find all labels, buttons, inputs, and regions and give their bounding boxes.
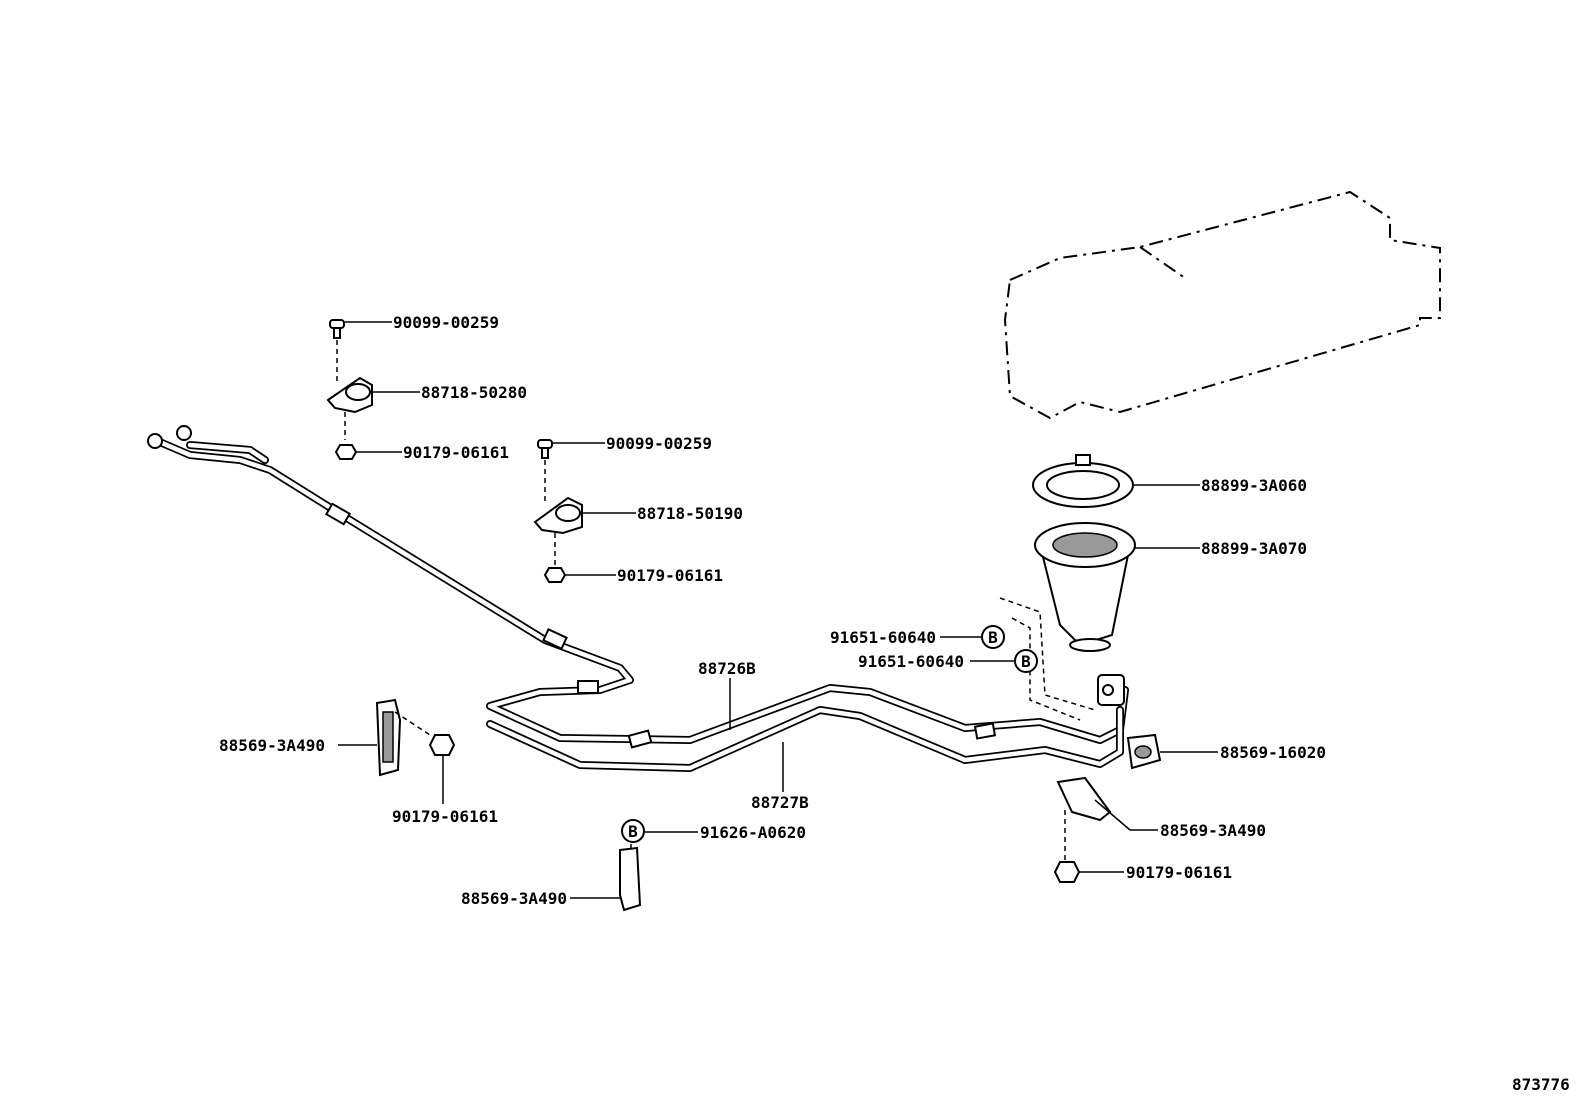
bolt-icon <box>329 319 345 329</box>
callout-88569-3a490-b: 88569-3A490 <box>461 889 567 908</box>
callout-88718-50190: 88718-50190 <box>637 504 743 523</box>
callout-90179-06161-b: 90179-06161 <box>617 566 723 585</box>
pipe-88726b <box>151 436 1129 744</box>
nut-icon <box>1053 861 1081 883</box>
callout-88899-3a060: 88899-3A060 <box>1201 476 1307 495</box>
nut-icon <box>543 567 567 583</box>
bolt-shank <box>541 447 549 459</box>
bracket-icon <box>619 846 642 912</box>
svg-text:B: B <box>1021 652 1031 671</box>
svg-text:B: B <box>628 822 638 841</box>
callout-88569-3a490-c: 88569-3A490 <box>1160 821 1266 840</box>
callout-90179-06161-a: 90179-06161 <box>403 443 509 462</box>
callout-90179-06161-c: 90179-06161 <box>392 807 498 826</box>
callout-88726b: 88726B <box>698 659 756 678</box>
nut-icon <box>334 444 358 460</box>
fuel-inlet <box>999 454 1136 721</box>
callout-90099-00259-b: 90099-00259 <box>606 434 712 453</box>
bracket-icon <box>1056 776 1112 822</box>
svg-text:B: B <box>988 628 998 647</box>
bolt-icon <box>537 439 553 449</box>
b-marker-3: B <box>621 819 645 843</box>
pipe-fittings <box>147 425 1125 749</box>
leader-lines <box>338 321 1218 899</box>
callout-88569-16020: 88569-16020 <box>1220 743 1326 762</box>
nut-icon <box>428 734 456 756</box>
b-marker-1: B <box>981 625 1005 649</box>
callout-88727b: 88727B <box>751 793 809 812</box>
diagram-id: 873776 <box>1512 1075 1570 1094</box>
clamp-set-1 <box>326 319 373 460</box>
callout-88899-3a070: 88899-3A070 <box>1201 539 1307 558</box>
clip-right <box>1126 733 1162 770</box>
clamp-set-2 <box>533 439 583 583</box>
reference-outline <box>1003 190 1441 420</box>
pipe-88727b <box>486 706 1124 772</box>
callout-90099-00259-a: 90099-00259 <box>393 313 499 332</box>
bracket-right <box>1053 776 1112 883</box>
callout-labels: 90099-00259 88718-50280 90179-06161 9009… <box>219 313 1326 908</box>
callout-88569-3a490-a: 88569-3A490 <box>219 736 325 755</box>
bolt-shank <box>333 327 341 339</box>
bracket-bottom <box>619 835 642 912</box>
callout-91651-60640-b: 91651-60640 <box>858 652 964 671</box>
callout-88718-50280: 88718-50280 <box>421 383 527 402</box>
callout-91626-a0620: 91626-A0620 <box>700 823 806 842</box>
callout-90179-06161-d: 90179-06161 <box>1126 863 1232 882</box>
bracket-left <box>375 698 456 777</box>
b-marker-2: B <box>1014 649 1038 673</box>
callout-91651-60640-a: 91651-60640 <box>830 628 936 647</box>
